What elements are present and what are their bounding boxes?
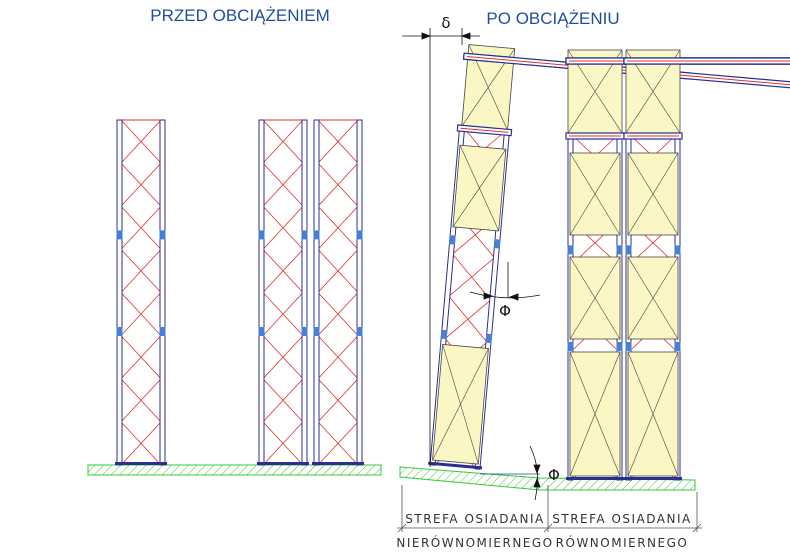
title-after-load: PO OBCIĄŻENIU <box>486 9 619 28</box>
upright <box>301 119 308 466</box>
beam-connector <box>301 230 308 240</box>
ground-angle-marker <box>480 445 541 501</box>
beam-connector <box>625 245 632 255</box>
upright <box>116 119 123 466</box>
rack-frame <box>257 119 309 466</box>
upright <box>356 119 363 466</box>
beam-connector <box>616 342 623 351</box>
upright <box>313 119 320 466</box>
load-box-cross <box>627 351 679 477</box>
base-plate <box>115 462 167 465</box>
beam-connector <box>448 235 456 245</box>
load-box-cross <box>432 344 489 465</box>
upright <box>258 119 265 466</box>
pallet-beam <box>456 124 513 137</box>
base-plate <box>566 477 624 480</box>
load-box <box>569 152 621 236</box>
pallet-beam <box>623 132 683 140</box>
beam-connector <box>674 342 681 351</box>
load-box-cross <box>569 351 621 477</box>
load-box <box>627 152 679 236</box>
tilt-angle-marker <box>469 262 541 301</box>
zone-uneven-label-1: STREFA OSIADANIA <box>405 512 544 526</box>
beam-connector <box>356 327 363 336</box>
zone-uneven-label-2: NIERÓWNOMIERNEGO <box>396 535 553 550</box>
zone-dimension-line <box>397 485 702 533</box>
load-box <box>432 344 489 465</box>
beam-connector <box>116 230 123 240</box>
base-plate <box>428 461 483 470</box>
beam-connector <box>440 329 448 340</box>
load-box <box>569 351 621 477</box>
deflection-dimension <box>402 28 480 467</box>
beam-connector <box>116 327 123 336</box>
load-box-cross <box>569 152 621 236</box>
beam-connector <box>567 245 574 255</box>
beam-connector <box>616 245 623 255</box>
beam-connector <box>674 245 681 255</box>
rack-frame <box>115 119 167 466</box>
beam-connector <box>625 342 632 351</box>
beam-connector <box>356 230 363 240</box>
load-box-cross <box>569 256 621 340</box>
bracing <box>120 119 162 466</box>
ground-right <box>399 466 696 491</box>
load-box-cross <box>627 256 679 340</box>
title-before-load: PRZED OBCIĄŻENIEM <box>150 6 329 25</box>
base-plate <box>624 477 682 480</box>
zone-uniform-label-2: RÓWNOMIERNEGO <box>556 535 689 550</box>
beam-connector <box>159 230 166 240</box>
beam-connector <box>258 230 265 240</box>
load-box <box>569 256 621 340</box>
load-box-cross <box>627 152 679 236</box>
base-plate <box>257 462 309 465</box>
pallet-beam <box>623 57 790 65</box>
loaded-racks-uniform <box>565 49 790 481</box>
pallet-beam <box>565 132 625 140</box>
beam-connector <box>258 327 265 336</box>
rack-frame <box>312 119 364 466</box>
beam-line <box>466 55 790 97</box>
beam-connector <box>493 239 501 249</box>
zone-uniform-label-1: STREFA OSIADANIA <box>552 512 691 526</box>
base-plate <box>312 462 364 465</box>
upright <box>159 119 166 466</box>
bracing <box>262 119 304 466</box>
ground-left <box>87 464 382 476</box>
ground-angle-symbol: Φ <box>548 466 560 484</box>
beam-connector <box>313 230 320 240</box>
bracing <box>317 119 359 466</box>
deflection-symbol: δ <box>441 14 450 32</box>
beam-connector <box>159 327 166 336</box>
unloaded-racks <box>115 119 364 466</box>
load-box-cross <box>452 145 507 232</box>
load-box <box>452 144 507 232</box>
beam-connector <box>567 342 574 351</box>
load-box <box>627 256 679 340</box>
load-box <box>627 351 679 477</box>
beam-connector <box>301 327 308 336</box>
tilt-angle-symbol: Φ <box>499 302 511 320</box>
beam-connector <box>313 327 320 336</box>
beam-connector <box>485 333 493 344</box>
beam-line <box>460 127 509 133</box>
